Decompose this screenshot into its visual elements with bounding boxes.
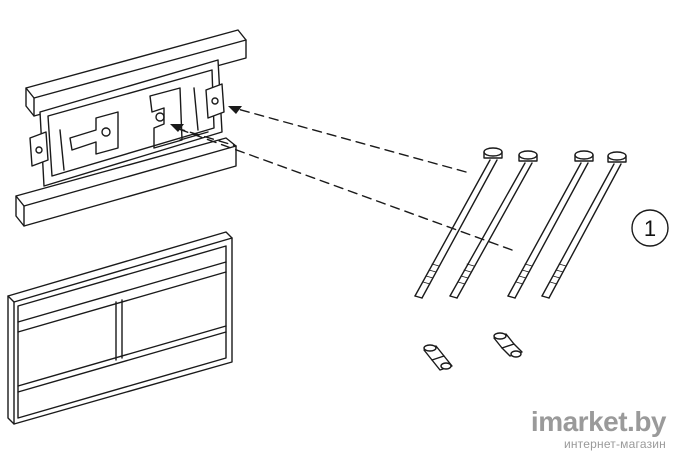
- fitting-2: [493, 332, 523, 358]
- long-bolt-4: [541, 151, 627, 299]
- callout-circle: [631, 209, 669, 247]
- long-bolt-1: [414, 147, 503, 299]
- assembly-guide-lines: [175, 107, 513, 251]
- fitting-1: [423, 344, 453, 371]
- long-bolt-2: [449, 150, 538, 299]
- long-bolt-3: [507, 150, 594, 299]
- watermark-brand: imarket.by: [530, 406, 667, 437]
- flush-plate: [7, 231, 233, 425]
- bolt-threads: [422, 263, 567, 285]
- callout-number: 1: [644, 216, 656, 241]
- arrowheads: [170, 106, 242, 132]
- watermark: imarket.by интернет-магазин: [530, 406, 667, 451]
- watermark-subtitle: интернет-магазин: [563, 437, 666, 451]
- mounting-frame: [15, 29, 247, 227]
